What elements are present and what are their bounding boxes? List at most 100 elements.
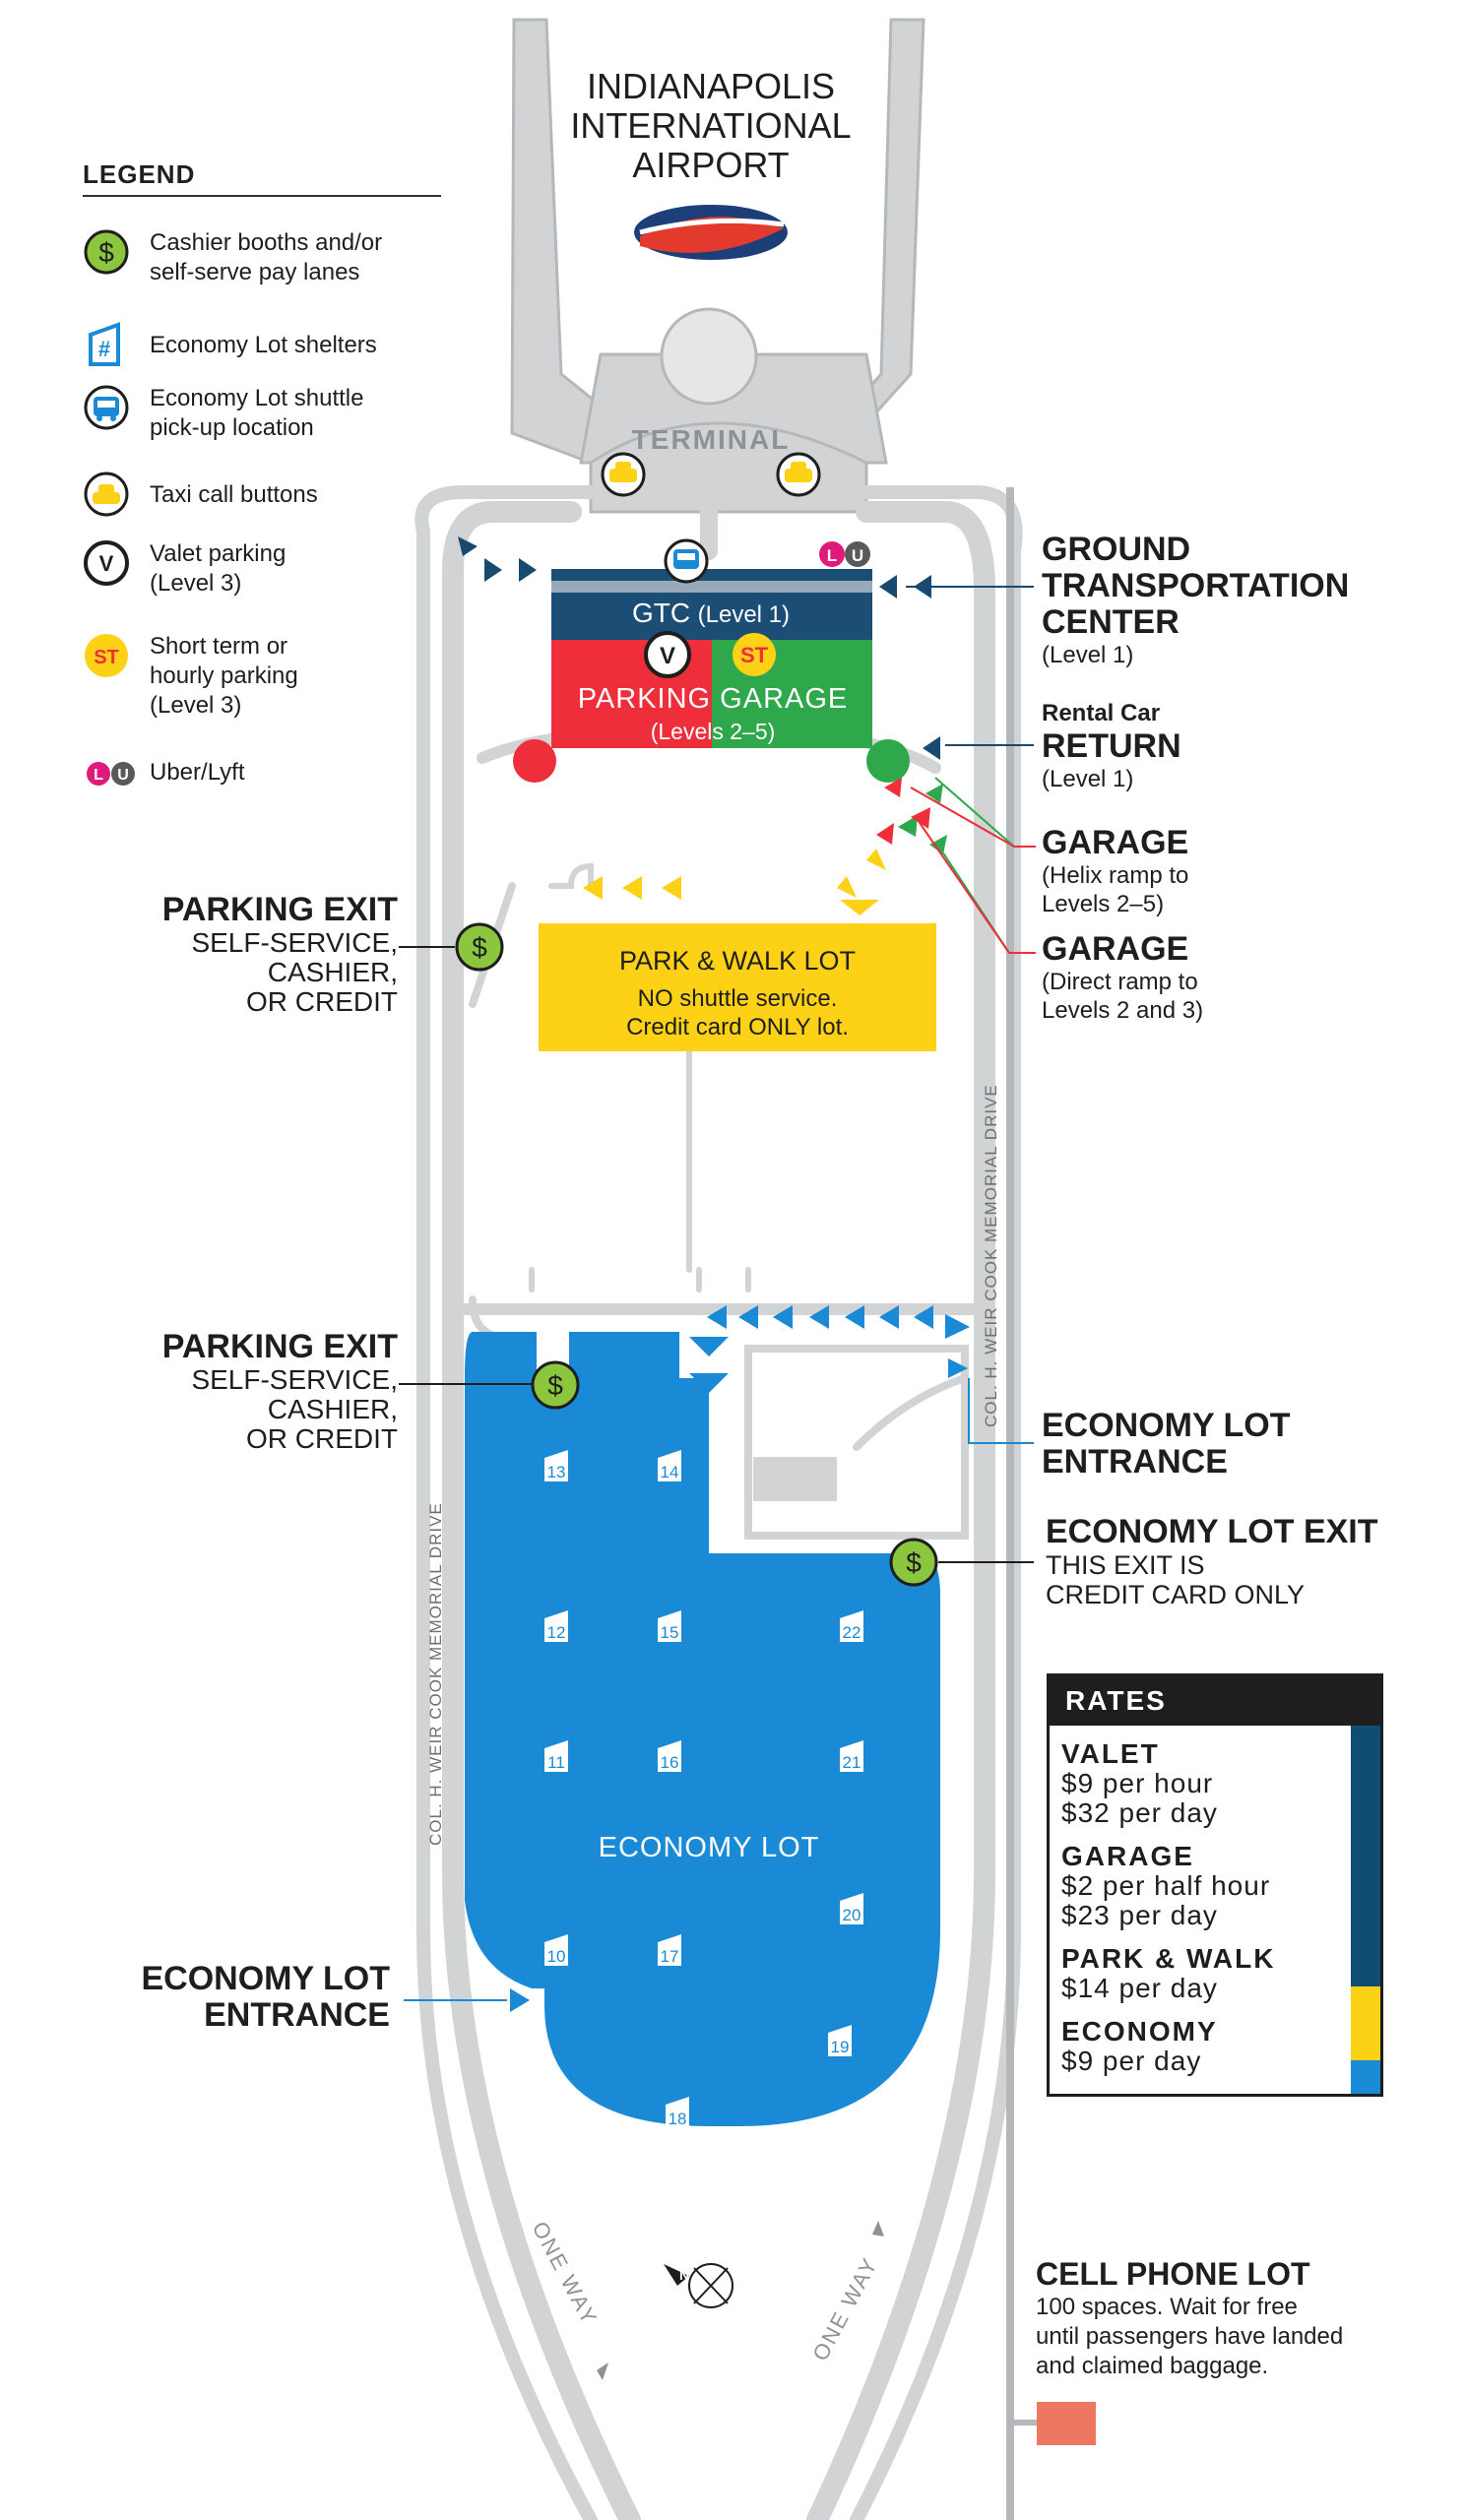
svg-text:L: L: [94, 767, 103, 784]
rate-name: GARAGE: [1061, 1841, 1194, 1871]
rate-name: ECONOMY: [1061, 2016, 1218, 2047]
svg-text:ST: ST: [94, 647, 119, 668]
callout-parking-exit-1-title: PARKING EXIT: [161, 891, 398, 928]
road-label-right: COL. H. WEIR COOK MEMORIAL DRIVE: [982, 1084, 1000, 1427]
rate-line: $14 per day: [1061, 1973, 1218, 2003]
shelter-number: 18: [669, 2110, 687, 2128]
callout-garage-direct-title: GARAGE: [1042, 930, 1189, 968]
short-term-icon: ST: [85, 634, 128, 677]
svg-text:N: N: [679, 2267, 689, 2283]
rate-bar-park-walk: [1351, 1986, 1380, 2060]
callout-parking-exit-1-sub: SELF-SERVICE, CASHIER, OR CREDIT: [191, 927, 398, 1017]
shelter-marker: 18: [666, 2097, 689, 2128]
svg-text:V: V: [660, 643, 675, 669]
legend-item-shuttle: Economy Lot shuttle pick-up location: [83, 384, 484, 443]
rate-park-walk: PARK & WALK $14 per day: [1050, 1930, 1380, 2003]
shelter-marker: 17: [658, 1934, 681, 1966]
valet-marker: V: [644, 631, 691, 678]
callout-economy-entrance-right-1: ECONOMY LOT: [1042, 1407, 1291, 1444]
road-label-left: COL. H. WEIR COOK MEMORIAL DRIVE: [426, 1502, 445, 1846]
shelter-number: 19: [831, 2038, 850, 2056]
callout-economy-exit-sub: THIS EXIT IS CREDIT CARD ONLY: [1046, 1550, 1306, 1609]
callout-garage-direct: GARAGE (Direct ramp to Levels 2 and 3): [1042, 931, 1203, 1025]
helix-ramp-green: [866, 739, 910, 783]
shelter-marker: 21: [840, 1740, 863, 1772]
callout-parking-exit-1: PARKING EXIT SELF-SERVICE, CASHIER, OR C…: [98, 892, 398, 1017]
shuttle-bus-icon: [84, 385, 129, 430]
callout-cell-phone-sub: 100 spaces. Wait for free until passenge…: [1036, 2294, 1344, 2379]
callout-gtc-title-2: TRANSPORTATION: [1042, 567, 1350, 604]
callout-parking-exit-2: PARKING EXIT SELF-SERVICE, CASHIER, OR C…: [98, 1329, 398, 1454]
shelter-marker: 22: [840, 1610, 863, 1642]
rate-line: $9 per hour: [1061, 1768, 1214, 1798]
rate-valet: VALET $9 per hour $32 per day: [1050, 1726, 1380, 1828]
rate-line: $2 per half hour: [1061, 1870, 1271, 1901]
shelter-marker: 14: [658, 1450, 681, 1481]
svg-text:L: L: [827, 546, 837, 565]
shelter-marker: 15: [658, 1610, 681, 1642]
park-walk-lot: [539, 923, 936, 1051]
svg-text:ST: ST: [740, 643, 769, 667]
svg-text:#: #: [98, 337, 110, 361]
rate-bar-economy: [1351, 2060, 1380, 2094]
callout-garage-direct-sub: (Direct ramp to Levels 2 and 3): [1042, 969, 1204, 1024]
garage-ramp-arrows: [876, 778, 947, 854]
rate-economy: ECONOMY $9 per day: [1050, 2003, 1380, 2076]
svg-text:$: $: [906, 1547, 922, 1578]
callout-gtc: GROUND TRANSPORTATION CENTER (Level 1): [1042, 532, 1349, 669]
legend-item-label: Taxi call buttons: [150, 481, 318, 508]
callout-leader-lines: [399, 586, 1036, 2001]
taxi-icon: [84, 472, 129, 517]
legend-item-label: Short term or hourly parking (Level 3): [150, 633, 298, 719]
shelter-number: 10: [547, 1947, 566, 1966]
rate-name: PARK & WALK: [1061, 1943, 1276, 1974]
shelter-marker: 16: [658, 1740, 681, 1772]
legend-divider: [83, 195, 441, 197]
shelter-marker: 19: [828, 2025, 852, 2056]
callout-parking-exit-2-title: PARKING EXIT: [161, 1328, 398, 1365]
shelter-icon: #: [89, 322, 120, 366]
callout-garage-helix-sub: (Helix ramp to Levels 2–5): [1042, 862, 1189, 917]
callout-rental-pre: Rental Car: [1042, 700, 1161, 726]
airport-name-line-2: INTERNATIONAL: [570, 105, 851, 146]
legend-item-shelter: # Economy Lot shelters: [83, 321, 484, 368]
callout-gtc-title-3: CENTER: [1042, 603, 1180, 641]
callout-economy-entrance-right: ECONOMY LOT ENTRANCE: [1042, 1408, 1291, 1480]
callout-cell-phone-title: CELL PHONE LOT: [1036, 2256, 1310, 2292]
airport-name-line-3: AIRPORT: [632, 145, 789, 185]
park-walk-arrows: [583, 849, 886, 915]
shelter-number: 14: [661, 1463, 679, 1481]
shuttle-pickup-marker: [664, 538, 709, 584]
terminal-label: TERMINAL: [632, 424, 791, 455]
park-walk-line-1: NO shuttle service.: [638, 985, 838, 1012]
legend-item-label: Cashier booths and/or self-serve pay lan…: [150, 229, 383, 285]
callout-rental-sub: (Level 1): [1042, 766, 1134, 792]
uber-lyft-marker: L U: [819, 541, 870, 567]
gtc-top-stripe: [551, 581, 872, 593]
shelter-marker: 13: [544, 1450, 568, 1481]
shelter-marker: 11: [544, 1740, 568, 1772]
airport-name-line-1: INDIANAPOLIS: [587, 66, 835, 106]
callout-economy-entrance-left-2: ENTRANCE: [204, 1996, 390, 2034]
svg-text:V: V: [99, 551, 114, 576]
legend-item-cashier: $ Cashier booths and/or self-serve pay l…: [83, 228, 484, 287]
callout-gtc-title-1: GROUND: [1042, 531, 1191, 568]
rate-bar-valet-garage: [1351, 1726, 1380, 1986]
gtc-label: GTC (Level 1): [632, 598, 790, 628]
shelter-marker: 10: [544, 1934, 568, 1966]
cell-phone-lot-connector: [1014, 2420, 1037, 2426]
cashier-marker-economy-left: $: [531, 1360, 580, 1410]
shelter-number: 21: [843, 1753, 861, 1772]
callout-economy-entrance-right-2: ENTRANCE: [1042, 1443, 1228, 1480]
callout-economy-entrance-left-1: ECONOMY LOT: [141, 1960, 391, 1997]
shelter-number: 17: [661, 1947, 679, 1966]
gtc-entry-arrows: [458, 536, 940, 760]
legend-title: LEGEND: [83, 159, 196, 189]
terminal-building: [510, 18, 925, 514]
svg-text:$: $: [98, 237, 114, 268]
shelter-marker: 20: [840, 1893, 863, 1924]
rate-garage: GARAGE $2 per half hour $23 per day: [1050, 1828, 1380, 1930]
cashier-marker-economy-exit: $: [889, 1538, 938, 1587]
